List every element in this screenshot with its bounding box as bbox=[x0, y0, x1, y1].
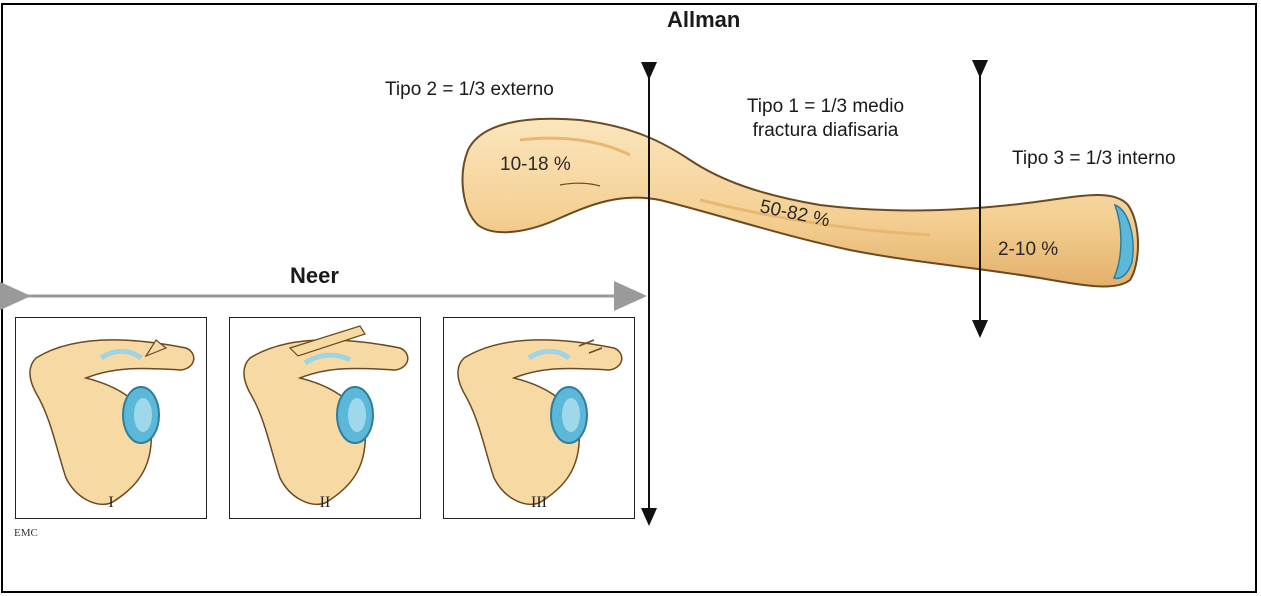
neer-type-label-1: I bbox=[16, 494, 206, 512]
tipo1-label-line1: Tipo 1 = 1/3 medio bbox=[713, 97, 938, 118]
clavicle-bone bbox=[463, 119, 1138, 287]
tipo2-label: Tipo 2 = 1/3 externo bbox=[385, 80, 554, 101]
neer-panel-type-1: I bbox=[15, 317, 207, 519]
neer-title: Neer bbox=[290, 264, 339, 288]
tipo3-label: Tipo 3 = 1/3 interno bbox=[1012, 149, 1176, 170]
neer-panel-type-3: III bbox=[443, 317, 635, 519]
shoulder-illustration-2 bbox=[230, 318, 421, 519]
shoulder-illustration-3 bbox=[444, 318, 635, 519]
tipo1-label-line2: fractura diafisaria bbox=[713, 121, 938, 142]
tipo3-percentage: 2-10 % bbox=[998, 240, 1058, 261]
neer-type-label-2: II bbox=[230, 494, 420, 512]
neer-type-label-3: III bbox=[444, 494, 634, 512]
tipo2-percentage: 10-18 % bbox=[500, 155, 571, 176]
emc-watermark: EMC bbox=[14, 527, 38, 539]
shoulder-illustration-1 bbox=[16, 318, 207, 519]
allman-title: Allman bbox=[667, 8, 740, 32]
neer-panel-type-2: II bbox=[229, 317, 421, 519]
